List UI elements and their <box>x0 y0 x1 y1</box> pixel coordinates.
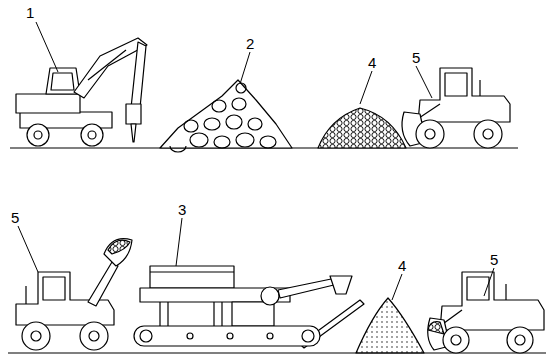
wheel <box>416 120 444 148</box>
track-roller <box>140 330 152 342</box>
frame-legs <box>160 302 222 326</box>
hydraulic-cylinder <box>88 50 126 80</box>
debris-pile <box>160 80 292 152</box>
loader-bucket <box>104 239 132 266</box>
wheel <box>507 327 533 353</box>
loader-window <box>43 277 65 300</box>
wheel-hub <box>31 331 41 341</box>
callout-number: 4 <box>368 55 376 71</box>
track-roller <box>267 333 273 339</box>
illustration-group <box>8 22 546 353</box>
callout-number: 3 <box>178 202 186 218</box>
leader-lines <box>18 22 494 300</box>
callout-number: 5 <box>11 210 19 226</box>
exhaust-pipe <box>25 286 26 304</box>
sand-pile <box>356 298 424 353</box>
callout-number: 5 <box>412 50 420 66</box>
wheel-loader <box>402 68 510 148</box>
wheel-hub <box>515 335 525 345</box>
wheel <box>443 327 469 353</box>
hydraulic-breaker <box>126 104 141 124</box>
leader-line <box>36 22 58 72</box>
excavator <box>16 38 147 146</box>
track-roller <box>302 330 314 342</box>
wheel-loader <box>428 272 544 353</box>
cab-window <box>51 73 74 90</box>
discharge-chute <box>330 276 352 294</box>
debris-outline <box>160 80 292 148</box>
wheel <box>27 124 49 146</box>
callout-number: 1 <box>26 5 34 21</box>
hopper-rim <box>150 271 234 272</box>
wheel-hub <box>425 129 435 139</box>
loader-window <box>445 73 467 96</box>
wheel <box>81 124 103 146</box>
exhaust-pipe <box>505 284 506 300</box>
callout-number: 5 <box>490 252 498 268</box>
wheel-hub <box>483 129 493 139</box>
crusher-unit <box>232 302 274 326</box>
track-roller <box>187 333 193 339</box>
wheel-hub <box>34 131 42 139</box>
discharge-conveyor <box>278 278 338 298</box>
wheel-hub <box>451 335 461 345</box>
leader-line <box>484 268 494 296</box>
debris-rocks <box>170 83 276 152</box>
leader-line <box>392 274 402 300</box>
bucket-load <box>428 322 444 334</box>
ground-line <box>8 352 546 353</box>
leader-line <box>176 218 182 266</box>
wheel-hub <box>88 131 96 139</box>
wheel <box>80 322 108 350</box>
track-roller <box>227 333 233 339</box>
leader-line <box>240 52 250 84</box>
callout-number: 4 <box>398 258 406 274</box>
bucket-load <box>108 240 130 254</box>
stacking-conveyor <box>300 300 364 348</box>
callout-number: 2 <box>246 36 254 52</box>
wheel <box>22 322 50 350</box>
excavator-arm <box>131 42 146 108</box>
aggregate-pile <box>318 108 406 148</box>
loader-arm <box>88 262 118 306</box>
loader-body <box>418 68 510 122</box>
wheel-hub <box>89 331 99 341</box>
excavator-body <box>16 94 80 113</box>
mobile-crusher <box>134 266 364 348</box>
leader-line <box>416 66 432 98</box>
drive-drum <box>261 287 279 305</box>
wheel <box>474 120 502 148</box>
loader-window <box>467 277 489 300</box>
leader-line <box>18 226 38 272</box>
exhaust-pipe <box>479 80 480 96</box>
wheel-loader <box>16 239 132 350</box>
crawler-track <box>134 326 320 346</box>
breaker-chisel <box>131 124 136 142</box>
loader-body <box>440 272 544 330</box>
crusher-hopper <box>150 266 234 288</box>
leader-line <box>360 71 372 104</box>
